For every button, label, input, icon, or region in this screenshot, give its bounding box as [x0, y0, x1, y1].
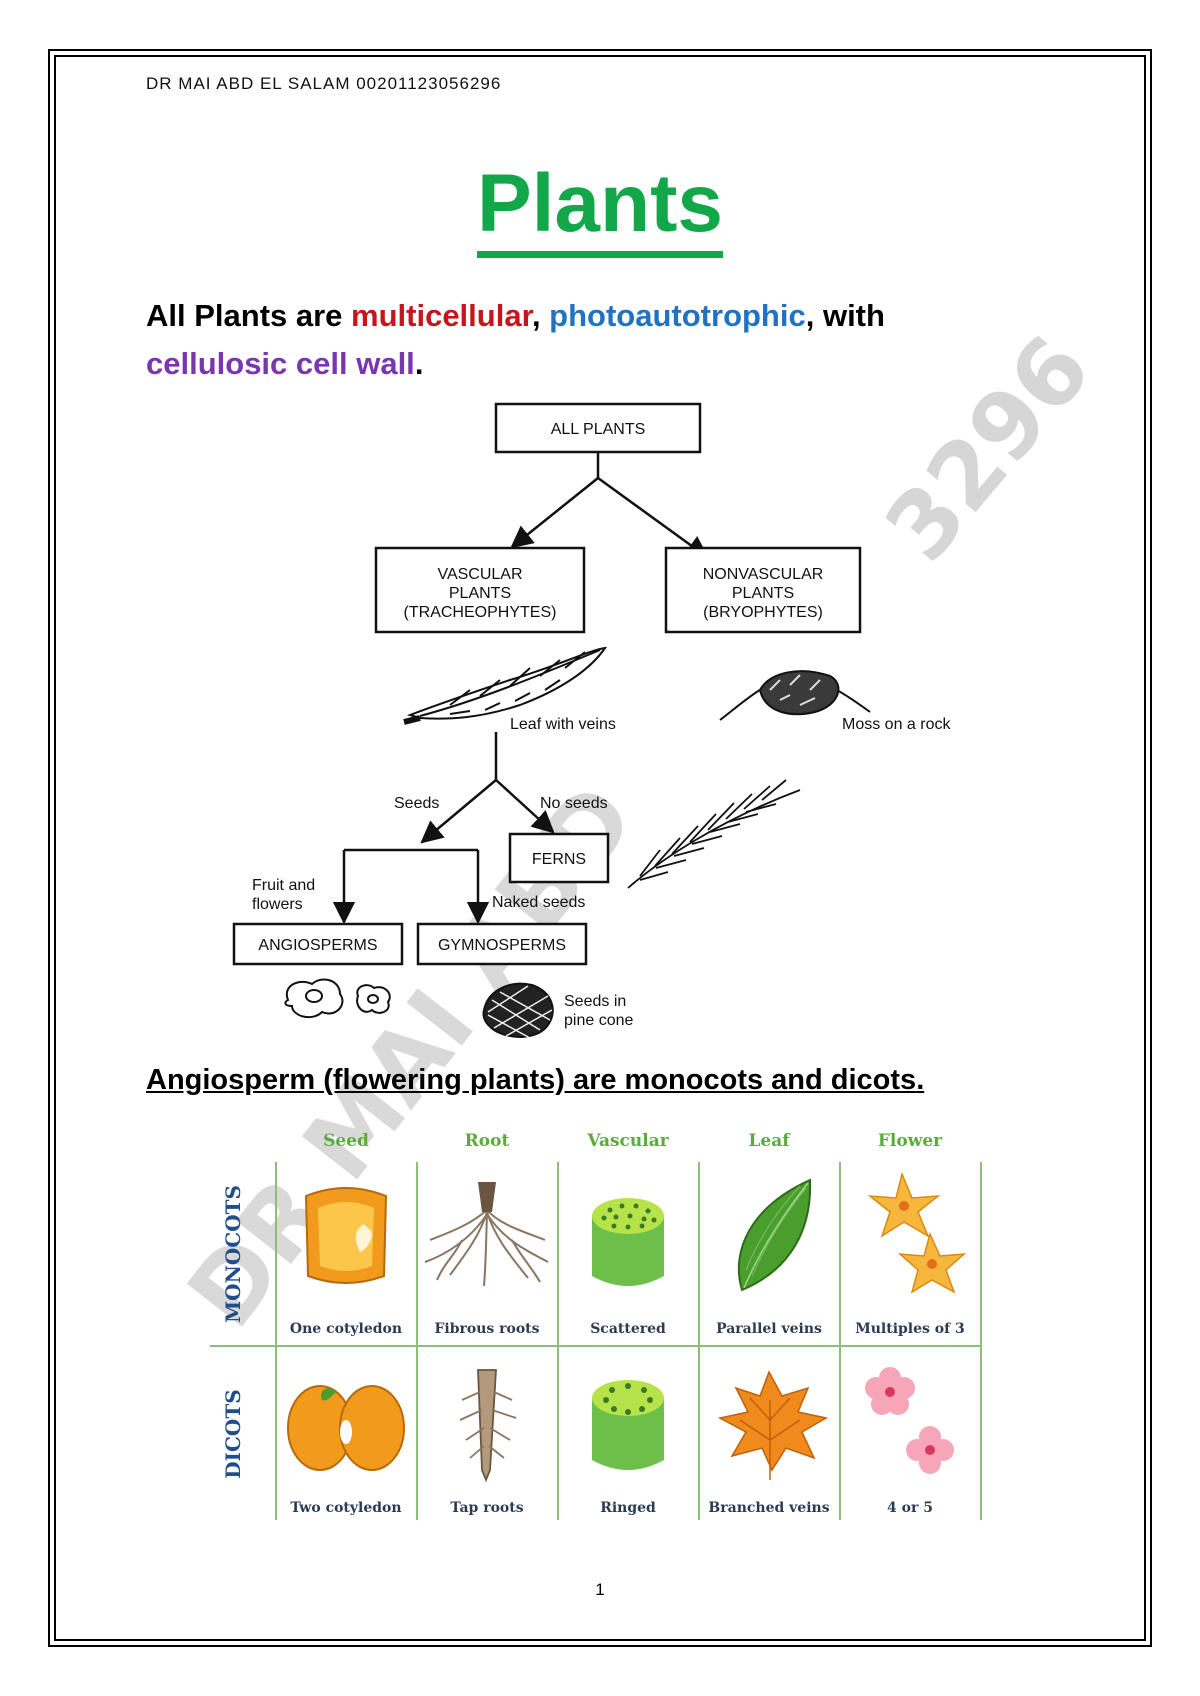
page-border-outer — [48, 49, 1152, 1647]
cell-mono-leaf: Parallel veins — [716, 1321, 822, 1337]
label-gymnosperms: GYMNOSPERMS — [438, 937, 566, 954]
label-naked-seeds: Naked seeds — [492, 894, 585, 911]
cell-di-seed: Two cotyledon — [290, 1500, 401, 1516]
dicot-seed-illustration — [287, 1385, 405, 1471]
leaf-illustration — [403, 646, 608, 725]
scattered-bundles — [601, 1203, 657, 1230]
cell-di-vascular: Ringed — [600, 1500, 656, 1516]
monocot-vascular-illustration — [592, 1198, 664, 1286]
pine-cone-illustration — [482, 982, 554, 1039]
term-cellulosic: cellulosic cell wall — [146, 346, 415, 381]
tap-root-illustration — [459, 1369, 517, 1483]
label-all-plants: ALL PLANTS — [551, 421, 646, 438]
vascular-line1: VASCULAR — [437, 566, 522, 583]
label-fruit-2: flowers — [252, 896, 303, 913]
page-title: Plants — [0, 158, 1200, 258]
cell-mono-flower: Multiples of 3 — [855, 1321, 965, 1337]
vascular-line2: PLANTS — [449, 585, 511, 602]
fern-illustration — [627, 779, 801, 889]
box-angiosperms — [232, 922, 404, 966]
monocot-flowers-illustration — [867, 1171, 967, 1294]
box-vascular — [374, 546, 586, 634]
row-label-monocots: MONOCOTS — [221, 1185, 245, 1323]
col-header-seed: Seed — [323, 1131, 369, 1151]
section-heading-text: Angiosperm (flowering plants) are monoco… — [146, 1064, 917, 1096]
dicot-vascular-illustration — [592, 1380, 664, 1470]
vascular-line3: (TRACHEOPHYTES) — [404, 604, 557, 621]
table-grid — [210, 1162, 982, 1520]
label-fruit-1: Fruit and — [252, 877, 315, 894]
label-ferns: FERNS — [532, 851, 586, 868]
box-all-plants — [494, 402, 702, 454]
cell-di-leaf: Branched veins — [708, 1500, 829, 1516]
intro-period: . — [414, 346, 424, 381]
intro-paragraph: All Plants are multicellular, photoautot… — [146, 292, 1046, 388]
section-heading-period: . — [916, 1064, 925, 1096]
parallel-veins-leaf-illustration — [737, 1178, 812, 1292]
monocot-dicot-table: Seed Root Vascular Leaf Flower MONOCOTS … — [210, 1131, 982, 1520]
box-ferns — [508, 832, 610, 884]
col-header-leaf: Leaf — [748, 1131, 791, 1151]
col-header-root: Root — [465, 1131, 510, 1151]
col-header-flower: Flower — [878, 1131, 943, 1151]
label-no-seeds: No seeds — [540, 795, 608, 812]
pine-caption-2: pine cone — [564, 1012, 633, 1029]
term-multicellular: multicellular — [351, 298, 532, 333]
box-nonvascular — [664, 546, 862, 634]
intro-part2: , with — [805, 298, 885, 333]
cell-di-flower: 4 or 5 — [887, 1500, 933, 1516]
leaf-caption: Leaf with veins — [510, 716, 616, 733]
branched-veins-leaf-illustration — [717, 1370, 829, 1480]
nonvascular-line2: PLANTS — [732, 585, 794, 602]
angio-seeds-illustration — [284, 978, 391, 1019]
label-angiosperms: ANGIOSPERMS — [258, 937, 377, 954]
cell-mono-root: Fibrous roots — [434, 1321, 539, 1337]
label-seeds: Seeds — [394, 795, 439, 812]
cell-mono-seed: One cotyledon — [290, 1321, 402, 1337]
nonvascular-line3: (BRYOPHYTES) — [703, 604, 823, 621]
moss-caption: Moss on a rock — [842, 716, 951, 733]
cell-mono-vascular: Scattered — [590, 1321, 666, 1337]
monocot-seed-illustration — [304, 1187, 388, 1284]
page-number: 1 — [595, 1580, 605, 1599]
intro-part1: All Plants are — [146, 298, 352, 333]
dicot-flowers-illustration — [865, 1367, 954, 1474]
cell-di-root: Tap roots — [450, 1500, 523, 1516]
nonvascular-line1: NONVASCULAR — [703, 566, 824, 583]
title-text: Plants — [476, 158, 724, 258]
page-border-inner — [54, 55, 1146, 1641]
term-photoautotrophic: photoautotrophic — [549, 298, 806, 333]
box-gymnosperms — [416, 922, 588, 966]
section-heading: Angiosperm (flowering plants) are monoco… — [146, 1064, 924, 1097]
col-header-vascular: Vascular — [586, 1131, 669, 1151]
plant-classification-diagram: ALL PLANTS VASCULAR PLANTS (TRACHEOPHYTE… — [232, 402, 951, 1039]
author-header: DR MAI ABD EL SALAM 00201123056296 — [146, 74, 502, 93]
moss-illustration — [719, 670, 871, 721]
intro-comma: , — [531, 298, 550, 333]
ringed-bundles — [603, 1383, 653, 1415]
fibrous-roots-illustration — [424, 1182, 549, 1287]
row-label-dicots: DICOTS — [221, 1389, 245, 1478]
pine-caption-1: Seeds in — [564, 993, 626, 1010]
